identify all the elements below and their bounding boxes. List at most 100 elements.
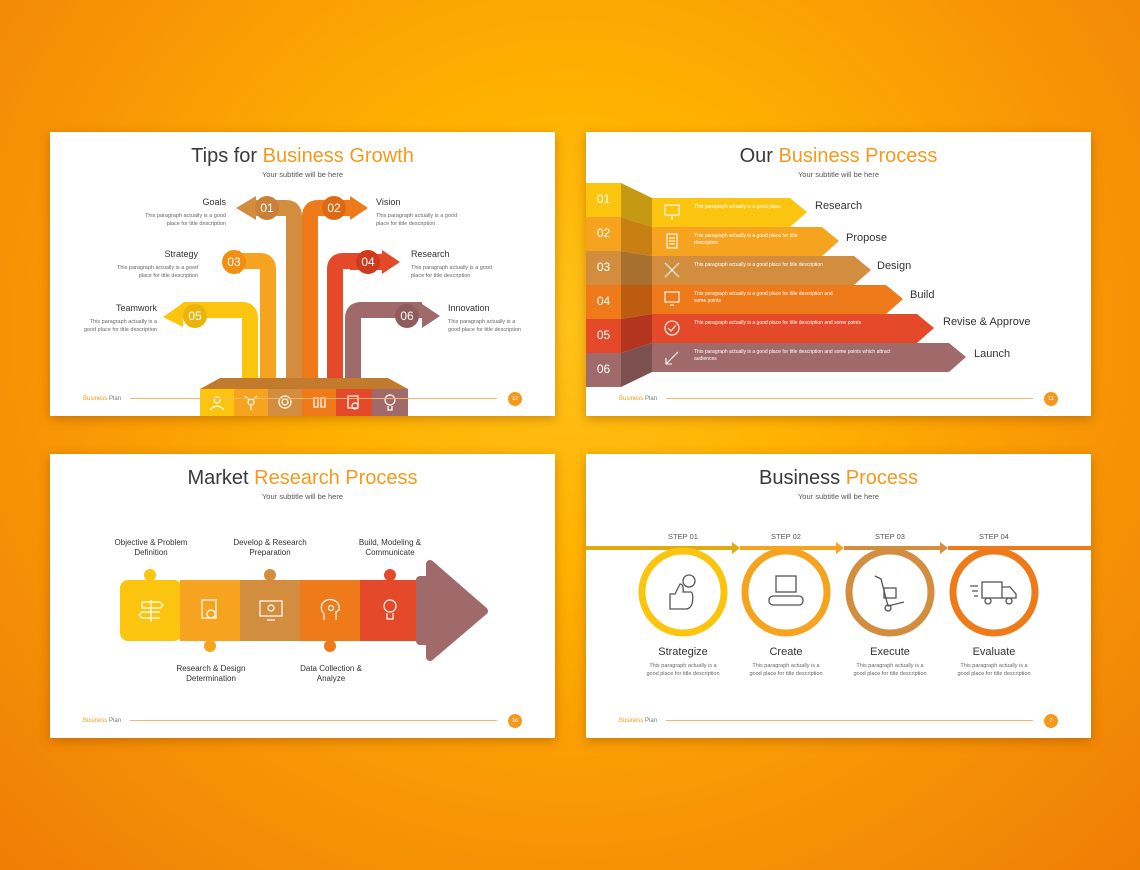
step-label-revise: Revise & Approve [943, 316, 1031, 328]
step-tag: STEP 01 [668, 532, 698, 541]
page-number: 7 [1044, 714, 1058, 728]
step-number: 05 [596, 328, 611, 342]
step-desc: This paragraph actually is a good place … [694, 262, 823, 268]
step-label-create: Create [769, 646, 803, 658]
footer-brand: Business Plan [619, 396, 658, 402]
step-desc: This paragraph actually is a good place [694, 204, 781, 210]
footer-divider [130, 398, 497, 399]
item-label-strategy: Strategy [164, 249, 198, 259]
step-number: 03 [596, 260, 611, 274]
page-number: 16 [508, 714, 522, 728]
badge-03 [222, 250, 246, 274]
step-tag: STEP 04 [979, 532, 1009, 541]
monitor-code-icon [664, 291, 680, 306]
item-desc: This paragraph actually is a good place … [144, 213, 226, 227]
item-desc: This paragraph actually is a good place … [411, 265, 493, 279]
step-tag: STEP 03 [875, 532, 905, 541]
item-label-goals: Goals [202, 197, 226, 207]
monitor-gear-icon [259, 600, 283, 621]
badge-06 [395, 304, 419, 328]
team-icon [209, 396, 225, 411]
page-number: 12 [508, 392, 522, 406]
step-desc: This paragraph actually is a good place … [694, 320, 862, 326]
target-icon [278, 395, 292, 409]
conveyor-box-icon [768, 575, 804, 606]
slide-business-growth[interactable]: Tips for Business Growth Your subtitle w… [50, 132, 555, 416]
slide-market-research[interactable]: Market Research Process Your subtitle wi… [50, 454, 555, 738]
step-number: 04 [361, 255, 375, 269]
badge-02 [322, 196, 346, 220]
phase-label: Objective & Problem Definition [114, 538, 188, 557]
item-label-innovation: Innovation [448, 303, 490, 313]
step-number: 02 [327, 201, 341, 215]
item-desc: This paragraph actually is a good place … [448, 319, 522, 333]
slide-subtitle: Your subtitle will be here [261, 170, 344, 179]
item-label-vision: Vision [376, 197, 401, 207]
step-number: 06 [596, 362, 611, 376]
footer-divider [666, 398, 1033, 399]
step-desc: This paragraph actually is a good place … [694, 349, 891, 362]
step-number: 06 [400, 309, 414, 323]
process-timeline [586, 542, 1091, 637]
process-ribbons [586, 183, 966, 387]
step-number: 03 [227, 255, 241, 269]
presentation-icon [664, 204, 680, 220]
footer-brand: Business Plan [83, 718, 122, 724]
badge-04 [356, 250, 380, 274]
step-desc: This paragraph actually is a good place … [646, 663, 720, 677]
slide-our-business-process[interactable]: Our Business Process Your subtitle will … [586, 132, 1091, 416]
phase-label: Build, Modeling & Communicate [358, 538, 422, 557]
footer-brand: Business Plan [83, 396, 122, 402]
step-label-launch: Launch [974, 348, 1011, 360]
slide-title: Tips for Business Growth [191, 145, 414, 167]
step-tag: STEP 02 [771, 532, 801, 541]
step-number: 04 [596, 294, 611, 308]
step-number: 05 [188, 309, 202, 323]
rocket-icon [665, 351, 679, 365]
tools-icon [664, 262, 680, 278]
head-gear-icon [320, 598, 340, 620]
step-label-execute: Execute [870, 646, 910, 658]
delivery-truck-icon [970, 581, 1017, 605]
item-desc: This paragraph actually is a good place … [376, 213, 458, 227]
document-icon [666, 233, 678, 249]
badge-05 [183, 304, 207, 328]
step-number: 01 [596, 192, 611, 206]
slide-title: Business Process [759, 467, 918, 489]
step-label-research: Research [815, 200, 863, 212]
page-number: 11 [1044, 392, 1058, 406]
step-desc: This paragraph actually is a good place … [853, 663, 927, 677]
step-desc: This paragraph actually is a good place … [694, 233, 798, 246]
step-number: 02 [596, 226, 611, 240]
phase-label: Data Collection & Analyze [300, 664, 362, 683]
step-label-propose: Propose [846, 232, 887, 244]
footer-brand: Business Plan [619, 718, 658, 724]
lightbulb-icon [383, 599, 397, 620]
lightbulb-icon [384, 394, 396, 411]
growth-diagram [163, 196, 440, 416]
item-desc: This paragraph actually is a good place … [83, 319, 157, 333]
item-desc: This paragraph actually is a good place … [116, 265, 198, 279]
slide-title: Market Research Process [187, 467, 418, 489]
hand-truck-icon [874, 575, 905, 612]
document-search-icon [201, 599, 217, 619]
item-label-research: Research [411, 249, 450, 259]
footer-divider [666, 720, 1033, 721]
badge-01 [255, 196, 279, 220]
step-label-design: Design [877, 260, 912, 272]
step-label-build: Build [910, 289, 935, 301]
slide-subtitle: Your subtitle will be here [261, 492, 344, 501]
step-label-evaluate: Evaluate [972, 646, 1016, 658]
step-desc: This paragraph actually is a good place … [749, 663, 823, 677]
footer-divider [130, 720, 497, 721]
document-search-icon [347, 395, 359, 410]
slide-business-process[interactable]: Business Process Your subtitle will be h… [586, 454, 1091, 738]
thumbs-up-chat-icon [669, 574, 696, 610]
puzzle-arrow [120, 560, 488, 661]
signpost-icon [138, 600, 164, 622]
phase-label: Research & Design Determination [176, 664, 246, 683]
step-label-strategize: Strategize [658, 646, 708, 658]
item-label-teamwork: Teamwork [115, 303, 157, 313]
slide-title: Our Business Process [739, 145, 938, 167]
slide-subtitle: Your subtitle will be here [797, 492, 880, 501]
